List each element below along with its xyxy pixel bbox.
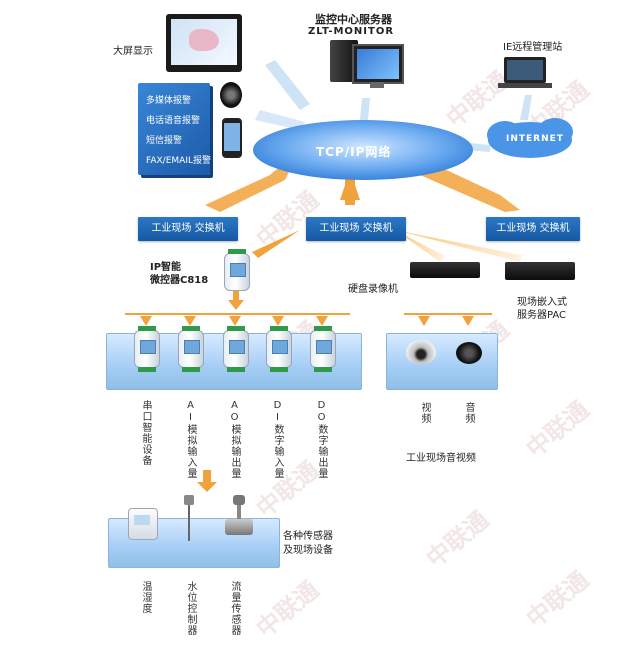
io-label-serial: 串口智能设备 [140,400,151,466]
network-label: TCP/IP网络 [316,145,392,159]
arrow-to-alarms [255,110,305,130]
io-label-ao: AO模拟输出量 [229,400,240,479]
sensor-label-temp: 温湿度 [140,581,151,614]
alarm-item: 电话语音报警 [146,116,201,126]
arrow-to-ie [520,95,532,120]
switch-center: 工业现场 交换机 [306,217,406,241]
speaker-icon [220,82,242,108]
server-monitor-icon [352,44,404,84]
flow-sensor-icon [225,495,253,541]
do-module-icon [310,326,336,372]
laptop-icon [504,57,546,83]
camera-dome-icon [406,340,436,364]
io-label-do: DO数字输出量 [316,400,327,479]
alarm-box: 多媒体报警 电话语音报警 短信报警 FAX/EMAIL报警 [138,83,211,175]
io-label-ai: AI模拟输入量 [185,400,196,479]
controller-label-1: IP智能 [150,262,182,273]
internet-cloud [487,118,573,158]
av-speaker-icon [456,342,482,364]
di-module-icon [266,326,292,372]
phone-icon [222,118,242,158]
sensors-label-2: 及现场设备 [283,545,333,556]
sensor-label-level: 水位控制器 [185,581,196,636]
av-video-label: 视频 [419,402,430,424]
arrow-to-server [360,98,370,120]
big-screen-icon [166,14,242,72]
level-controller-icon [184,495,194,541]
big-screen-label: 大屏显示 [113,46,153,57]
pac-label-2: 服务器PAC [517,310,567,321]
controller-down-arrow [233,285,239,303]
av-audio-label: 音频 [463,402,474,424]
sensor-arrow-head [197,482,217,492]
thermo-hygro-icon [128,508,158,540]
serial-module-icon [134,326,160,372]
io-label-di: DI数字输入量 [272,400,283,479]
dvr-label: 硬盘录像机 [348,284,398,295]
arrow-to-right-switch [420,160,520,212]
av-caption: 工业现场音视频 [406,453,476,464]
sensors-label-1: 各种传感器 [283,531,333,542]
alarm-item: FAX/EMAIL报警 [146,156,211,166]
switch-left: 工业现场 交换机 [138,217,238,241]
controller-arrow-head [228,300,244,310]
server-subtitle: ZLT-MONITOR [308,26,395,37]
ray-to-pac [395,230,522,262]
arrow-to-screen [265,60,310,110]
sensor-label-flow: 流量传感器 [229,581,240,636]
sensor-arrow-shaft [203,470,211,484]
ray-to-dvr [395,230,445,262]
arrow-shaft-center [345,175,355,205]
av-platform [386,333,498,390]
dvr-icon [410,262,480,278]
pac-label-1: 现场嵌入式 [517,297,567,308]
arrow-to-left-switch [205,150,300,212]
alarm-item: 多媒体报警 [146,96,192,106]
pac-icon [505,262,575,280]
ao-module-icon [223,326,249,372]
network-cloud [253,120,473,180]
server-title: 监控中心服务器 [315,13,392,26]
controller-module-icon [224,249,250,291]
server-monitor-stand [370,82,384,88]
av-bus-drops [418,316,474,326]
alarm-item: 短信报警 [146,136,183,146]
internet-label: INTERNET [506,134,564,144]
ai-module-icon [178,326,204,372]
laptop-base [498,83,552,88]
arrow-to-controller [252,230,300,258]
io-bus-drops [140,316,328,326]
switch-right: 工业现场 交换机 [486,217,580,241]
ie-station-label: IE远程管理站 [503,42,563,53]
controller-label-2: 微控器C818 [150,275,209,286]
